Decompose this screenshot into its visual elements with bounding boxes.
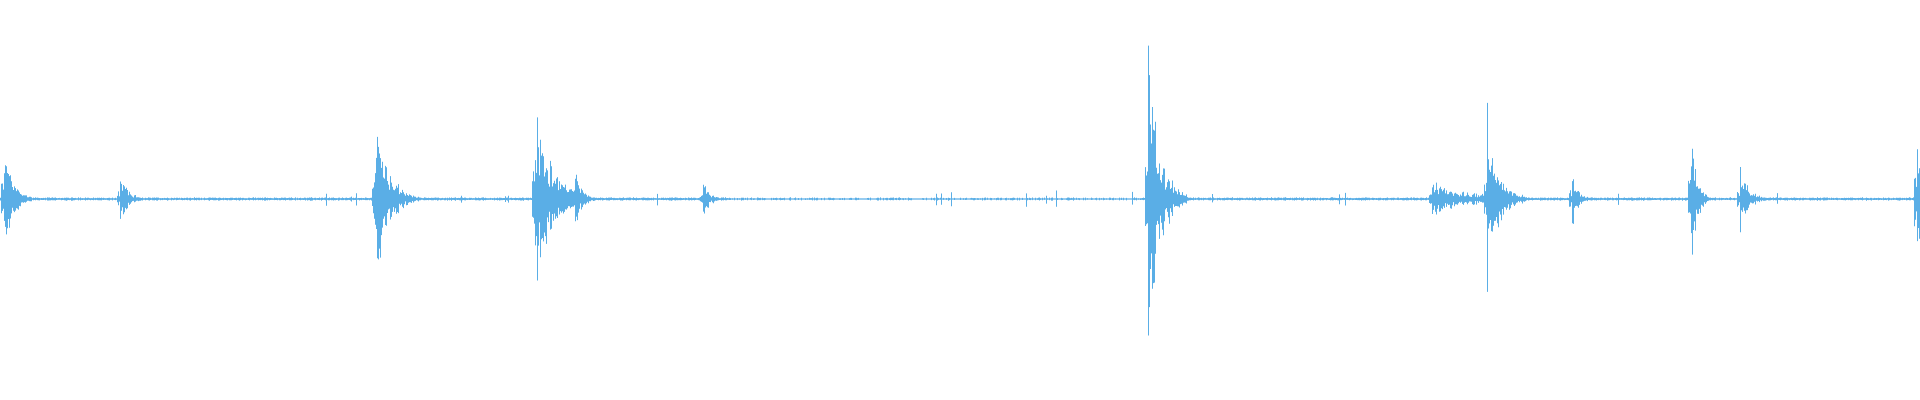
waveform-samples [0, 45, 1920, 336]
waveform-path [0, 45, 1920, 336]
